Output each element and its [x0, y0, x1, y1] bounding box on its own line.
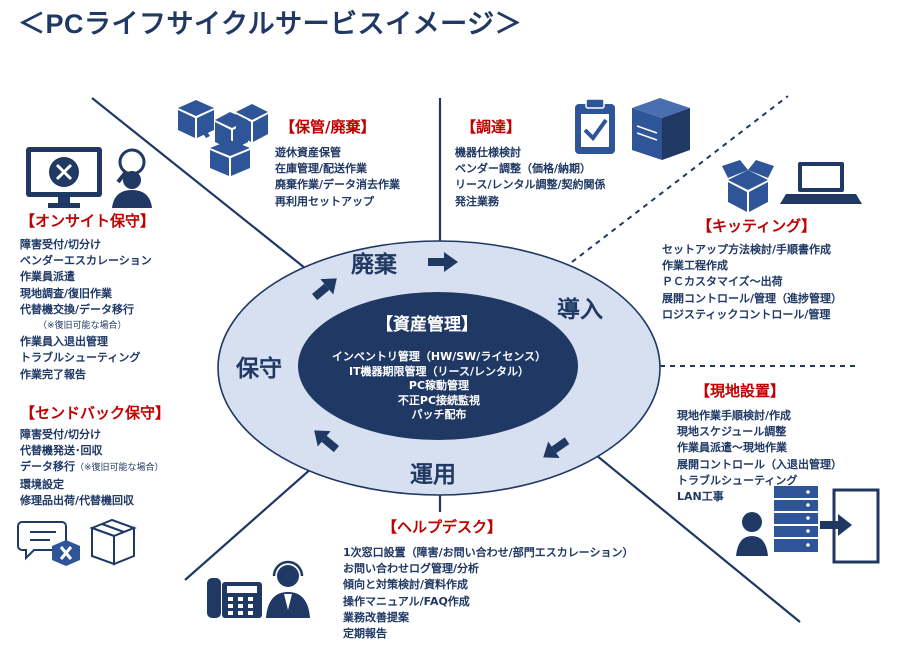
section-list-procurement: 機器仕様検討 ベンダー調整（価格/納期） リース/レンタル調整/契約関係 発注業…: [455, 145, 605, 210]
list-item: 業務改善提案: [343, 610, 409, 624]
list-item: データ移行（※復旧可能な場合）: [20, 459, 164, 476]
list-item: リース/レンタル調整/契約関係: [455, 178, 606, 192]
list-item: 環境設定: [20, 477, 64, 491]
section-list-sendback: 障害受付/切分け 代替機発送･回収 データ移行（※復旧可能な場合） 環境設定 修…: [20, 427, 164, 509]
list-item: 作業工程作成: [662, 259, 728, 273]
list-item: セットアップ方法検討/手順書作成: [662, 243, 832, 256]
list-item-text: データ移行: [20, 460, 75, 474]
list-item: インベントリ管理（HW/SW/ライセンス）: [331, 350, 547, 363]
arrow-left-up: [314, 430, 339, 453]
list-item: トラブルシューティング: [677, 473, 798, 487]
monitor-error-icon: [26, 147, 102, 208]
section-title-procurement: 【調達】: [461, 118, 522, 136]
list-item: 廃棄作業/データ消去作業: [275, 178, 401, 192]
list-item: 代替機発送･回収: [20, 444, 103, 458]
section-list-onsite: 障害受付/切分け ベンダーエスカレーション 作業員派遣 現地調査/復旧作業 代替…: [20, 237, 152, 383]
desk-phone-icon: [207, 578, 262, 618]
list-item: 機器仕様検討: [455, 146, 521, 159]
list-item: 遊休資産保管: [275, 146, 341, 159]
list-item: 発注業務: [455, 194, 499, 208]
list-item: ロジスティックコントロール/管理: [662, 307, 831, 321]
asset-management-ellipse: [298, 292, 578, 440]
chat-error-icon: [17, 521, 80, 566]
list-item: 1次窓口設置（障害/お問い合わせ/部門エスカレーション）: [343, 546, 634, 559]
list-item: 作業員入退出管理: [20, 335, 108, 349]
list-item: 修理品出荷/代替機回収: [20, 493, 135, 507]
list-item: 作業完了報告: [20, 367, 86, 381]
list-item: 障害受付/切分け: [20, 238, 102, 251]
list-item: 不正PC接続監視: [397, 393, 481, 407]
cycle-label-disposal: 廃棄: [351, 252, 397, 278]
list-item: PC稼動管理: [408, 379, 470, 393]
cycle-label-operation: 運用: [410, 462, 456, 488]
list-item-note: （※復旧可能な場合）: [75, 463, 164, 474]
list-item: 代替機交換/データ移行: [20, 302, 135, 316]
list-item: 現地スケジュール調整: [677, 425, 787, 439]
section-list-kitting: セットアップ方法検討/手順書作成 作業工程作成 ＰＣカスタマイズ～出荷 展開コン…: [662, 242, 842, 323]
section-list-install: 現地作業手順検討/作成 現地スケジュール調整 作業員派遣～現地作業 展開コントロ…: [677, 408, 842, 505]
section-title-sendback: 【センドバック保守】: [20, 404, 171, 422]
door-enter-icon: [820, 488, 880, 564]
cycle-label-maintenance: 保守: [236, 356, 282, 382]
divider-line-upper-left: [91, 97, 346, 301]
list-item: 定期報告: [343, 627, 387, 641]
list-item: 現地作業手順検討/作成: [677, 409, 792, 422]
list-item: ベンダーエスカレーション: [20, 254, 152, 268]
clipboard-check-icon: [575, 98, 615, 154]
list-item: お問い合わせログ管理/分析: [343, 562, 480, 576]
list-item: 障害受付/切分け: [20, 428, 102, 441]
list-item: トラブルシューティング: [20, 351, 141, 365]
list-item: ＰＣカスタマイズ～出荷: [662, 275, 783, 289]
list-item: 在庫管理/配送作業: [275, 162, 368, 176]
list-item: 作業員派遣: [20, 270, 75, 284]
list-item: パッチ配布: [411, 408, 467, 422]
list-item-note: （※復旧可能な場合）: [38, 321, 127, 332]
list-item: 操作マニュアル/FAQ作成: [343, 594, 470, 608]
list-item: ベンダー調整（価格/納期）: [455, 162, 592, 176]
section-title-helpdesk: 【ヘルプデスク】: [382, 518, 503, 536]
section-title-kitting: 【キッティング】: [697, 217, 817, 235]
list-item: LAN工事: [677, 490, 724, 504]
divider-line-lower-right: [584, 445, 801, 623]
list-item: 傾向と対策検討/資料作成: [343, 578, 469, 592]
section-title-onsite: 【オンサイト保守】: [20, 212, 156, 230]
list-item: 再利用セットアップ: [275, 194, 374, 208]
asset-management-list: インベントリ管理（HW/SW/ライセンス） IT機器期限管理（リース/レンタル）…: [300, 350, 578, 423]
page-title: ＜PCライフサイクルサービスイメージ＞: [18, 9, 523, 39]
list-item: 現地調査/復旧作業: [20, 286, 113, 300]
support-operator-icon: [266, 560, 310, 618]
cycle-label-introduction: 導入: [557, 297, 603, 323]
asset-management-title: 【資産管理】: [376, 315, 478, 335]
section-title-storage: 【保管/廃棄】: [280, 118, 376, 136]
person-magnifier-icon: [112, 148, 152, 208]
boxes-transfer-icon: [178, 100, 268, 176]
section-list-storage: 遊休資産保管 在庫管理/配送作業 廃棄作業/データ消去作業 再利用セットアップ: [275, 145, 400, 210]
open-box-icon: [722, 160, 774, 212]
package-icon: [89, 518, 137, 566]
list-item: 展開コントロール（入退出管理）: [677, 457, 842, 471]
list-item: 作業員派遣～現地作業: [677, 441, 787, 455]
arrow-top-right: [428, 252, 458, 272]
section-list-helpdesk: 1次窓口設置（障害/お問い合わせ/部門エスカレーション） お問い合わせログ管理/…: [343, 545, 633, 642]
laptop-icon: [780, 162, 862, 204]
server-person-icon: [736, 486, 818, 556]
arrow-right-down: [543, 437, 570, 459]
list-item: 展開コントロール/管理（進捗管理）: [662, 291, 843, 305]
arrow-disposal-in: [312, 278, 337, 301]
list-item: IT機器期限管理（リース/レンタル）: [348, 364, 530, 378]
section-title-install: 【現地設置】: [695, 382, 786, 400]
server-box-icon: [632, 98, 690, 160]
